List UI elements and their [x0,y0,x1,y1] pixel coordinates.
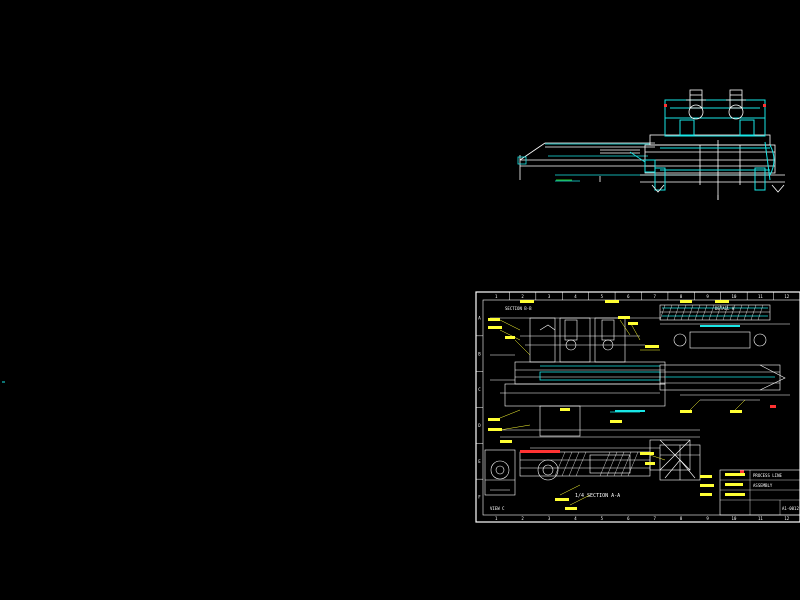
sheet-column-number: 7 [653,516,656,521]
sheet-column-number: 8 [680,516,683,521]
hatch-section-a [554,451,639,477]
sheet-row-letters: A B C D E F [476,315,483,500]
sheet-outer-border [475,291,800,523]
sheet-row-letter: C [478,387,481,392]
red-markers [520,405,776,473]
sheet-column-number: 10 [732,294,737,299]
roller-left [686,89,706,120]
section-b-cyan [539,365,661,413]
sheet-column-number: 9 [706,294,709,299]
sheet-row-letter: A [478,315,481,320]
elevation-arm-cyan [517,143,770,182]
sheet-column-number: 5 [601,294,604,299]
sheet-row-letter: B [478,351,481,356]
roller-right [726,89,746,120]
title-block-drawing-no: A1-0012 [782,506,799,511]
section-b-rollers [539,319,615,351]
sheet-column-number: 12 [784,294,789,299]
sheet-row-letter: D [478,423,481,428]
cyan-highlights [615,325,740,412]
machine-elevation [517,89,785,200]
elevation-markers [664,104,766,107]
title-block: PROCESS LINE ASSEMBLY A1-0012 [719,469,800,516]
detail-a-cyan [662,307,775,378]
bracket-view [659,444,701,481]
detail-a-title: DETAIL A [715,306,735,311]
sheet-column-number: 6 [627,516,630,521]
sheet-column-number: 5 [601,516,604,521]
sheet-column-number: 4 [574,516,577,521]
sheet-column-number: 10 [732,516,737,521]
sheet-column-number: 9 [706,516,709,521]
annotation-leaders [494,319,746,506]
view-c [484,449,516,496]
elevation-feet [599,176,785,200]
section-b-title: SECTION B-B [505,306,532,311]
sheet-column-number: 11 [758,294,763,299]
sheet-column-number: 2 [521,294,524,299]
title-block-project: PROCESS LINE [753,473,782,478]
hatch-cylinder [659,304,764,321]
detail-a-view [659,304,790,401]
title-block-drawing-title: ASSEMBLY [753,483,773,488]
view-c-title: VIEW C [490,506,505,511]
sheet-column-number: 7 [653,294,656,299]
elevation-frame-cyan [644,99,775,191]
elevation-arm [519,142,655,180]
sheet-column-number: 3 [548,516,551,521]
sheet-row-letter: F [478,495,481,500]
sheet-column-number: 1 [495,294,498,299]
sheet-column-number: 3 [548,294,551,299]
sheet-column-number: 2 [521,516,524,521]
sheet-column-number: 11 [758,516,763,521]
sheet-column-number: 1 [495,516,498,521]
view-titles: SECTION B-B 1/4 SECTION A-A DETAIL A VIE… [490,306,735,511]
sheet-row-letter: E [478,459,481,464]
sheet-column-number: 6 [627,294,630,299]
sheet-column-number: 4 [574,294,577,299]
elevation-frame [640,134,785,200]
section-a-view [500,429,700,481]
sheet-column-number: 12 [784,516,789,521]
section-a-title: 1/4 SECTION A-A [575,493,620,499]
sheet-column-number: 8 [680,294,683,299]
section-b-view [490,317,666,437]
annotation-tags [488,300,742,510]
